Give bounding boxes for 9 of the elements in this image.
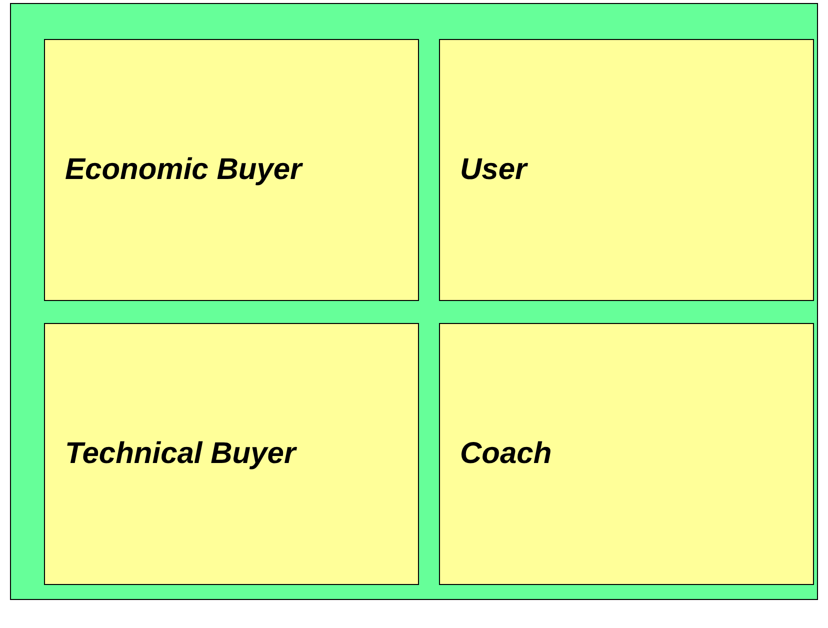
role-label: Economic Buyer [65,153,302,187]
role-box [44,323,419,585]
role-box [439,39,814,301]
role-box [439,323,814,585]
panel-background [10,3,818,600]
role-label: User [460,153,527,187]
role-label: Technical Buyer [65,437,296,471]
role-box [44,39,419,301]
role-label: Coach [460,437,552,471]
